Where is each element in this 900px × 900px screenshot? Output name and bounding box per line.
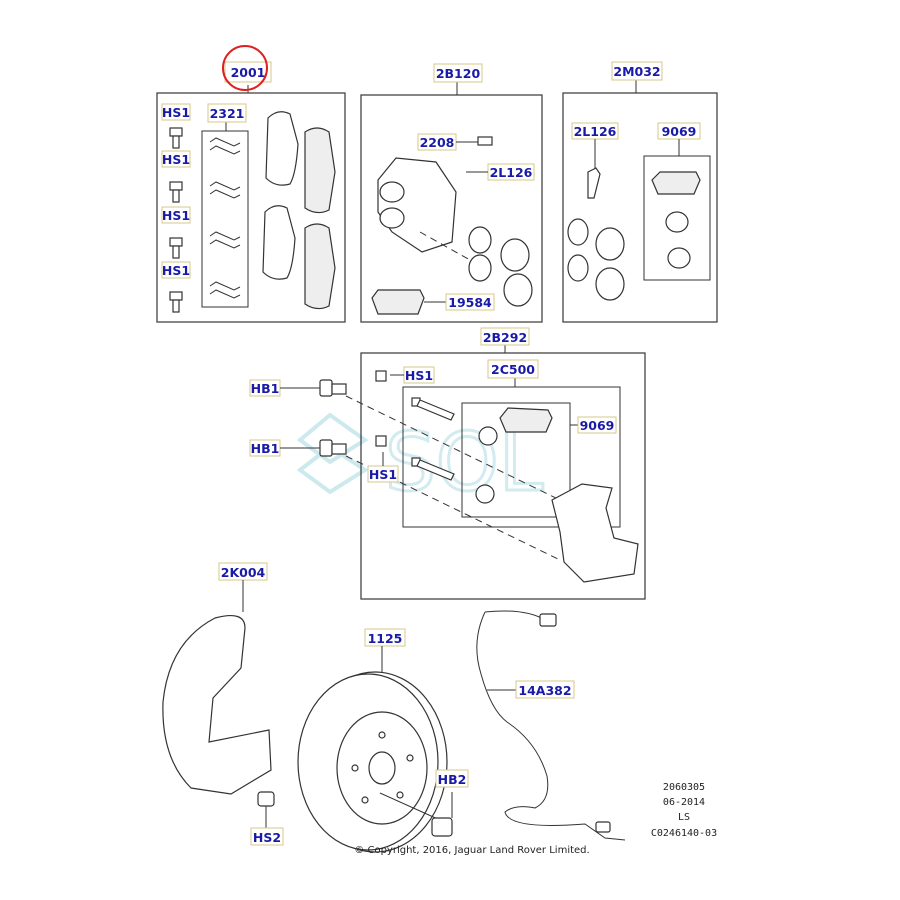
callout-2208[interactable]: 2208 [420, 135, 455, 150]
callout-14a382[interactable]: 14A382 [518, 683, 571, 698]
clip-parts [209, 137, 241, 299]
seal-rings [468, 226, 533, 307]
ref-line-1: 2060305 [663, 782, 705, 793]
callout-2l126-b[interactable]: 2L126 [574, 124, 617, 139]
highlight-circle [222, 45, 268, 91]
callout-hs1-d[interactable]: HS1 [162, 263, 190, 278]
callout-hb2[interactable]: HB2 [438, 772, 467, 787]
group-carrier: 2B292 HB1 HB1 HS1 HS1 2C500 [249, 327, 646, 600]
pad-shim-part [371, 289, 425, 315]
callout-hs1-e[interactable]: HS1 [405, 368, 433, 383]
callout-9069-b[interactable]: 9069 [580, 418, 615, 433]
ref-line-2: 06-2014 [663, 797, 705, 808]
bolt-parts [169, 127, 183, 313]
callout-1125[interactable]: 1125 [368, 631, 403, 646]
callout-19584[interactable]: 19584 [448, 295, 492, 310]
callout-9069-a[interactable]: 9069 [662, 124, 697, 139]
caliper-body [377, 157, 471, 261]
callout-2c500[interactable]: 2C500 [491, 362, 535, 377]
group-seal-kit: 2M032 2L126 9069 [562, 61, 718, 323]
callout-2k004[interactable]: 2K004 [221, 565, 266, 580]
guide-pin-part [587, 167, 601, 199]
ref-line-3: LS [678, 812, 690, 823]
callout-hs1-f[interactable]: HS1 [369, 467, 397, 482]
guide-pins [411, 397, 455, 481]
carrier-bracket-part [551, 483, 639, 583]
callout-2b292[interactable]: 2B292 [483, 330, 527, 345]
reference-block: 2060305 06-2014 LS C0246140-03 [651, 782, 717, 839]
callout-2l126-a[interactable]: 2L126 [490, 165, 533, 180]
callout-2b120[interactable]: 2B120 [436, 66, 481, 81]
callout-2m032[interactable]: 2M032 [613, 64, 660, 79]
callout-2001[interactable]: 2001 [231, 65, 266, 80]
group-brake-pads: 2001 2321 HS1 HS1 HS1 HS1 [156, 45, 346, 323]
group-wear-sensor: 14A382 [476, 610, 626, 841]
callout-hb1-a[interactable]: HB1 [251, 381, 280, 396]
pad-parts [262, 111, 336, 310]
callout-2321[interactable]: 2321 [210, 106, 245, 121]
callout-hs1-b[interactable]: HS1 [162, 152, 190, 167]
callout-hs1-c[interactable]: HS1 [162, 208, 190, 223]
seal-rings-kit [567, 218, 625, 301]
callout-hb1-b[interactable]: HB1 [251, 441, 280, 456]
callout-hs1-a[interactable]: HS1 [162, 105, 190, 120]
callout-hs2[interactable]: HS2 [253, 830, 281, 845]
group-caliper: 2B120 2208 2L126 19584 [360, 63, 543, 323]
copyright-text: © Copyright, 2016, Jaguar Land Rover Lim… [354, 845, 589, 856]
ref-line-4: C0246140-03 [651, 828, 717, 839]
group-splash-shield: 2K004 HS2 [162, 562, 284, 846]
group-brake-disc: 1125 HB2 [297, 628, 469, 853]
